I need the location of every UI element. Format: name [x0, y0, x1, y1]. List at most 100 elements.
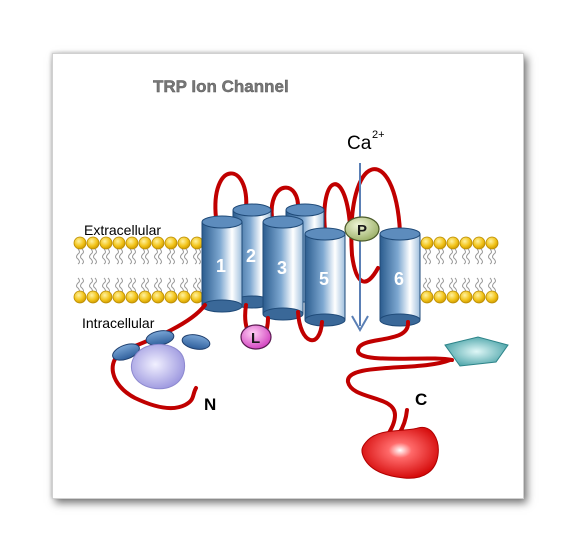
lipid-bilayer-left [73, 236, 204, 304]
lipid-tail [466, 248, 470, 265]
lipid-head [190, 236, 204, 250]
pore-badge [344, 216, 380, 242]
lipid-tail [453, 277, 457, 294]
lipid-head [99, 236, 113, 250]
lipid-tail [427, 248, 431, 265]
diagram-title: TRP Ion Channel [153, 77, 289, 96]
lipid-head [112, 290, 126, 304]
lipid-tail [197, 277, 201, 294]
lipid-tail [492, 277, 496, 294]
lipid-head [73, 236, 87, 250]
lipid-tail [80, 277, 84, 294]
lipid-head [138, 236, 152, 250]
lipid-head [112, 236, 126, 250]
lipid-tail [154, 248, 158, 265]
pore-badge-label: P [357, 222, 367, 239]
lipid-tail [184, 248, 188, 265]
helix-6-label: 6 [394, 269, 404, 289]
lipid-head [177, 236, 191, 250]
lipid-head [485, 236, 499, 250]
lipid-tail [440, 248, 444, 265]
lipid-tail [106, 277, 110, 294]
lipid-tail [427, 277, 431, 294]
lipid-tail [436, 248, 440, 265]
lipid-tail [115, 248, 119, 265]
helix-2-label: 2 [246, 246, 256, 266]
lipid-tail [440, 277, 444, 294]
lipid-head [446, 236, 460, 250]
calcium-charge-label: 2+ [372, 129, 385, 141]
lipid-head [125, 290, 139, 304]
lipid-head [164, 236, 178, 250]
lipid-tail [475, 248, 479, 265]
lipid-tail [453, 248, 457, 265]
lipid-tail [479, 248, 483, 265]
linker-badge [240, 324, 272, 350]
lipid-tail [479, 277, 483, 294]
lipid-head [433, 236, 447, 250]
pore-loop [350, 253, 380, 284]
lipid-tail [102, 248, 106, 265]
lipid-head [73, 290, 87, 304]
linker-badge-label: L [251, 330, 260, 347]
lipid-head [459, 236, 473, 250]
lipid-tail [167, 248, 171, 265]
lipid-tail [128, 248, 132, 265]
n-terminus-label: N [204, 395, 216, 414]
lipid-tail [145, 248, 149, 265]
lipid-tail [158, 248, 162, 265]
c-terminal-red-blob [361, 426, 439, 479]
lipid-head [125, 236, 139, 250]
intracellular-label: Intracellular [82, 315, 155, 331]
lipid-tail [492, 248, 496, 265]
lipid-tail [145, 277, 149, 294]
n-terminal-domains [112, 330, 211, 361]
lipid-tail [488, 248, 492, 265]
lipid-tail [106, 248, 110, 265]
lipid-tail [193, 248, 197, 265]
helix-1 [201, 215, 243, 313]
lipid-head [164, 290, 178, 304]
lipid-tail [171, 277, 175, 294]
lipid-head [99, 290, 113, 304]
lipid-tail [184, 277, 188, 294]
helix-5-label: 5 [319, 269, 329, 289]
lipid-head [459, 290, 473, 304]
lipid-tail [423, 248, 427, 265]
lipid-head [86, 290, 100, 304]
lipid-tail [119, 248, 123, 265]
lipid-head [433, 290, 447, 304]
lipid-head [138, 290, 152, 304]
lipid-head [420, 290, 434, 304]
lipid-head [151, 236, 165, 250]
lipid-head [177, 290, 191, 304]
lipid-tail [466, 277, 470, 294]
lipid-tail [132, 248, 136, 265]
lipid-tail [93, 277, 97, 294]
lipid-head [190, 290, 204, 304]
lipid-tail [89, 248, 93, 265]
lipid-tail [80, 248, 84, 265]
lipid-tail [158, 277, 162, 294]
lipid-tail [93, 248, 97, 265]
lipid-head [151, 290, 165, 304]
lipid-tail [119, 277, 123, 294]
lipid-tail [180, 248, 184, 265]
lipid-head [485, 290, 499, 304]
lipid-tail [449, 248, 453, 265]
lipid-tail [141, 248, 145, 265]
lipid-tail [197, 248, 201, 265]
calcium-ion-label: Ca [347, 133, 372, 154]
lipid-head [86, 236, 100, 250]
n-terminal-protein-blob [130, 343, 186, 390]
extracellular-label: Extracellular [84, 222, 161, 238]
lipid-head [446, 290, 460, 304]
lipid-head [472, 290, 486, 304]
ion-flow-arrow [351, 163, 369, 333]
c-terminus-label: C [415, 390, 427, 409]
lipid-tail [132, 277, 136, 294]
lipid-head [472, 236, 486, 250]
lipid-tail [171, 248, 175, 265]
lipid-bilayer-right [420, 236, 499, 304]
